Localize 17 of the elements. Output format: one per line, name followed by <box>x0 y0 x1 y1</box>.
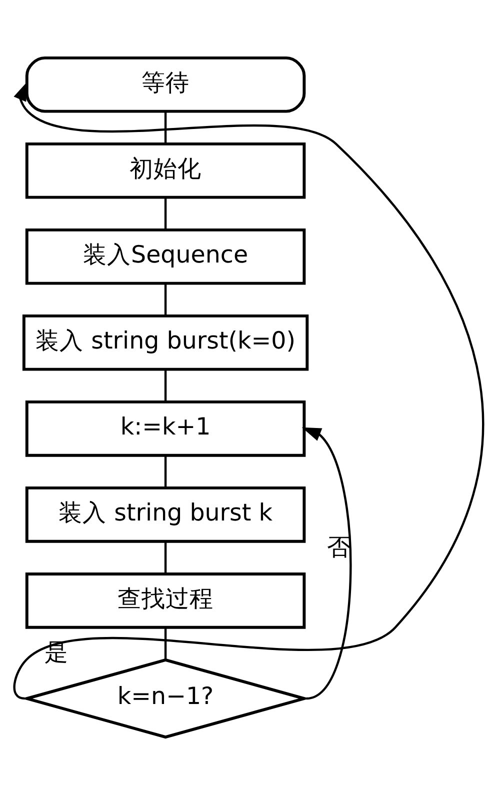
connector <box>164 196 167 230</box>
node-box: 装入 string burst(k=0) <box>22 314 309 370</box>
node-box: 装入 string burst k <box>25 486 306 542</box>
node-box: 装入Sequence <box>25 228 306 284</box>
arrow <box>302 426 352 700</box>
connector <box>164 541 167 574</box>
node-box: 查找过程 <box>25 572 306 628</box>
edge-label: 否 <box>326 532 351 561</box>
connector <box>164 455 167 488</box>
node-box: k:=k+1 <box>25 400 306 456</box>
connector <box>164 110 167 144</box>
arrow <box>14 81 484 699</box>
connector <box>164 369 167 402</box>
node-box: 等待 <box>25 56 306 112</box>
connector <box>164 627 167 660</box>
connector <box>164 282 167 316</box>
node-box: 初始化 <box>25 142 306 198</box>
